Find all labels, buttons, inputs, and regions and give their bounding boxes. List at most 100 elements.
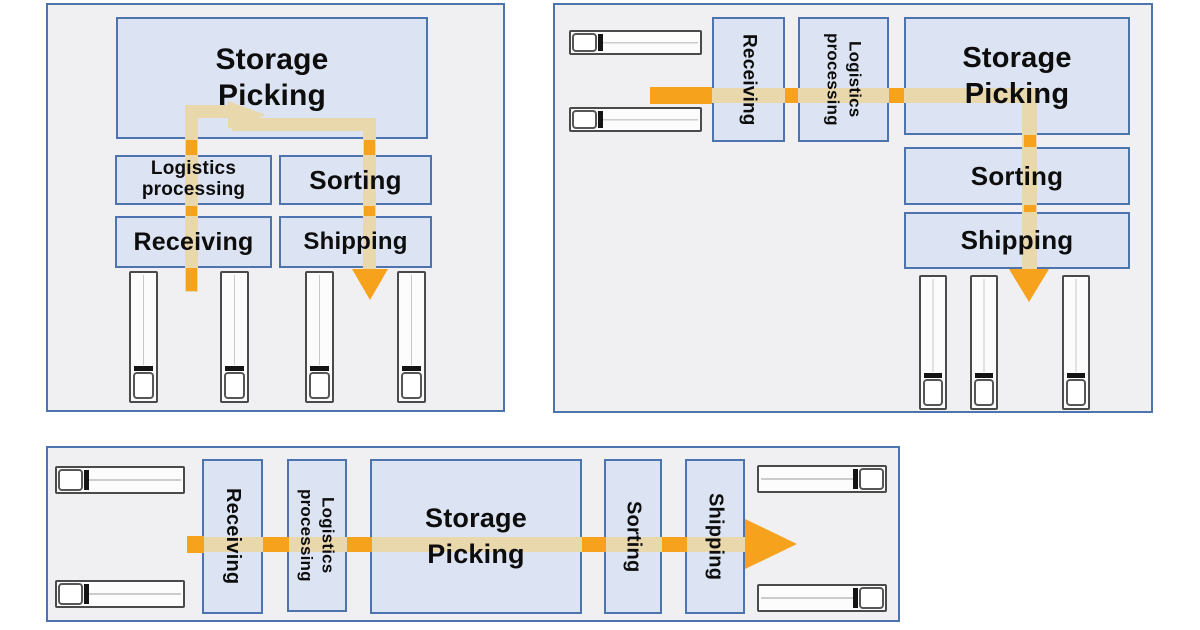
flow-arrow-segment (650, 88, 1037, 103)
zone-label-sorting: Sorting (970, 160, 1064, 191)
truck-cab (133, 372, 154, 399)
truck-cab (923, 379, 943, 406)
u-shape-layout: Storage Picking Logistics processing Sor… (46, 3, 505, 412)
truck-cab (224, 372, 245, 399)
flow-arrow-gap-segment (347, 537, 372, 552)
truck-icon (757, 465, 887, 493)
flow-arrow-segment (185, 105, 235, 118)
flow-arrowhead-down-icon (352, 269, 388, 300)
flow-arrow-gap-segment (1024, 205, 1036, 212)
truck-cab (974, 379, 994, 406)
truck-cab (1066, 379, 1086, 406)
truck-trailer (603, 34, 698, 51)
truck-trailer (761, 588, 853, 608)
truck-windshield (225, 366, 244, 371)
truck-cab (401, 372, 422, 399)
flow-arrow-segment (1022, 88, 1037, 269)
flow-arrow-gap-segment (263, 537, 289, 552)
truck-cab (309, 372, 330, 399)
zone-label-shipping: Shipping (960, 225, 1074, 255)
truck-trailer (1068, 279, 1084, 372)
zone-logistics-processing: Logistics processing (287, 459, 347, 612)
truck-trailer (89, 584, 181, 604)
l-shape-layout: Receiving Logistics processing Storage P… (553, 3, 1153, 413)
truck-trailer (226, 275, 243, 365)
truck-windshield (853, 588, 858, 608)
flow-arrow-gap-segment (187, 536, 204, 553)
truck-icon (970, 275, 998, 410)
flow-arrow-segment (363, 118, 376, 269)
truck-windshield (924, 373, 942, 378)
flow-arrow-segment (232, 118, 376, 131)
zone-shipping: Shipping (685, 459, 745, 614)
truck-icon (55, 580, 185, 608)
zone-label-logistics-processing: Logistics processing (823, 33, 865, 126)
zone-receiving: Receiving (202, 459, 263, 614)
flow-arrow-gap-segment (186, 268, 197, 291)
flow-arrowhead-right-icon (745, 519, 797, 569)
zone-label-logistics-processing: Logistics processing (141, 158, 246, 200)
truck-windshield (310, 366, 329, 371)
truck-windshield (598, 111, 603, 128)
truck-icon (305, 271, 334, 403)
zone-logistics-processing: Logistics processing (798, 17, 889, 142)
flow-arrow-gap-segment (662, 537, 687, 552)
zone-storage-picking: Storage Picking (370, 459, 582, 614)
truck-windshield (134, 366, 153, 371)
truck-windshield (84, 584, 89, 604)
flow-arrow-segment (202, 537, 752, 552)
truck-cab (572, 110, 597, 129)
flow-arrow-gap-segment (186, 140, 197, 155)
truck-trailer (311, 275, 328, 365)
truck-icon (220, 271, 249, 403)
zone-label-receiving: Receiving (222, 488, 244, 585)
truck-cab (58, 583, 83, 605)
zone-sorting: Sorting (279, 155, 432, 205)
truck-windshield (1067, 373, 1085, 378)
truck-trailer (135, 275, 152, 365)
flow-arrow-gap-segment (364, 140, 375, 155)
zone-label-sorting: Sorting (309, 164, 402, 195)
truck-trailer (976, 279, 992, 372)
zone-logistics-processing: Logistics processing (115, 155, 272, 205)
zone-storage-picking: Storage Picking (904, 17, 1130, 135)
truck-cab (572, 33, 597, 52)
truck-icon (129, 271, 158, 403)
zone-sorting: Sorting (604, 459, 662, 614)
flow-arrow-gap-segment (364, 206, 375, 216)
zone-label-logistics-processing: Logistics processing (297, 489, 338, 582)
zone-shipping: Shipping (904, 212, 1130, 269)
flow-arrowhead-down-icon (1009, 269, 1049, 302)
zone-label-receiving: Receiving (133, 227, 254, 256)
zone-label-storage-picking: Storage Picking (215, 43, 329, 112)
zone-label-shipping: Shipping (303, 228, 408, 255)
truck-windshield (853, 469, 858, 489)
flow-arrow-gap-segment (889, 88, 904, 103)
truck-windshield (975, 373, 993, 378)
truck-icon (397, 271, 426, 403)
truck-windshield (598, 34, 603, 51)
truck-icon (757, 584, 887, 612)
zone-label-shipping: Shipping (704, 492, 727, 581)
truck-icon (55, 466, 185, 494)
truck-cab (859, 468, 884, 490)
truck-cab (859, 587, 884, 609)
truck-icon (1062, 275, 1090, 410)
zone-shipping: Shipping (279, 216, 432, 268)
zone-label-storage-picking: Storage Picking (425, 503, 527, 569)
zone-label-sorting: Sorting (622, 500, 645, 573)
truck-cab (58, 469, 83, 491)
flow-arrow-gap-segment (582, 537, 606, 552)
truck-icon (919, 275, 947, 410)
flow-arrow-gap-segment (650, 87, 712, 104)
truck-trailer (89, 470, 181, 490)
flow-arrow-gap-segment (186, 206, 197, 216)
flow-arrow-gap-segment (785, 88, 798, 103)
truck-trailer (925, 279, 941, 372)
flow-arrow-gap-segment (1024, 135, 1036, 147)
truck-trailer (761, 469, 853, 489)
truck-windshield (402, 366, 421, 371)
zone-label-receiving: Receiving (738, 33, 760, 126)
truck-trailer (603, 111, 698, 128)
